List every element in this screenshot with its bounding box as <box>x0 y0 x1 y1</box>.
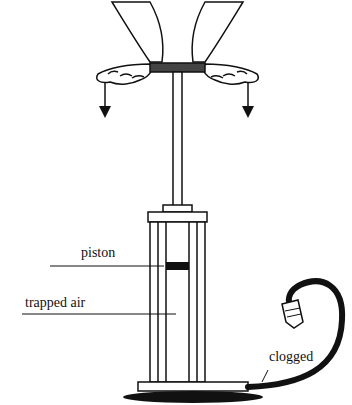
label-text: clogged <box>268 349 314 364</box>
label-text: piston <box>80 245 116 260</box>
down-arrow <box>104 82 106 112</box>
rod-guide <box>163 205 192 212</box>
part-label: piston <box>80 246 116 260</box>
hose <box>248 281 342 387</box>
leader-line <box>262 370 268 382</box>
leader-line <box>50 266 164 267</box>
base-plate <box>138 382 248 391</box>
handle <box>150 63 205 72</box>
leader-line <box>22 314 176 315</box>
part-label: trapped air <box>24 296 86 310</box>
nozzle <box>282 300 303 328</box>
piston <box>166 262 189 270</box>
foot <box>123 391 263 403</box>
barrel-cap <box>148 212 207 222</box>
barrel <box>150 222 205 382</box>
down-arrow <box>247 82 249 112</box>
label-text: trapped air <box>24 295 86 310</box>
part-label: clogged <box>268 350 314 364</box>
